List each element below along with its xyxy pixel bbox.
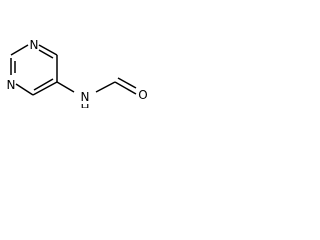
bond-n1-c2 xyxy=(10,44,29,56)
atom-n1-label: N xyxy=(30,38,39,52)
bond-c4-c5-inner xyxy=(33,78,54,91)
bond-c4-c5 xyxy=(32,81,58,96)
bond-c-o xyxy=(114,81,137,95)
bond-c6-n1-inner xyxy=(38,49,54,59)
bond-n3-c4 xyxy=(15,83,34,96)
bond-nh-c xyxy=(95,81,116,93)
atom-h-label: H xyxy=(80,102,89,108)
bond-c5-nh xyxy=(56,81,75,93)
bond-c6-n1 xyxy=(38,44,58,56)
atom-n3-label: N xyxy=(7,78,16,92)
atom-o-label: O xyxy=(138,88,147,102)
bond-c-o-double xyxy=(117,77,137,89)
chemical-structure: N N N H O xyxy=(7,38,148,108)
pyrimidine-ring xyxy=(10,44,58,96)
atom-nh-label: N xyxy=(81,90,90,104)
